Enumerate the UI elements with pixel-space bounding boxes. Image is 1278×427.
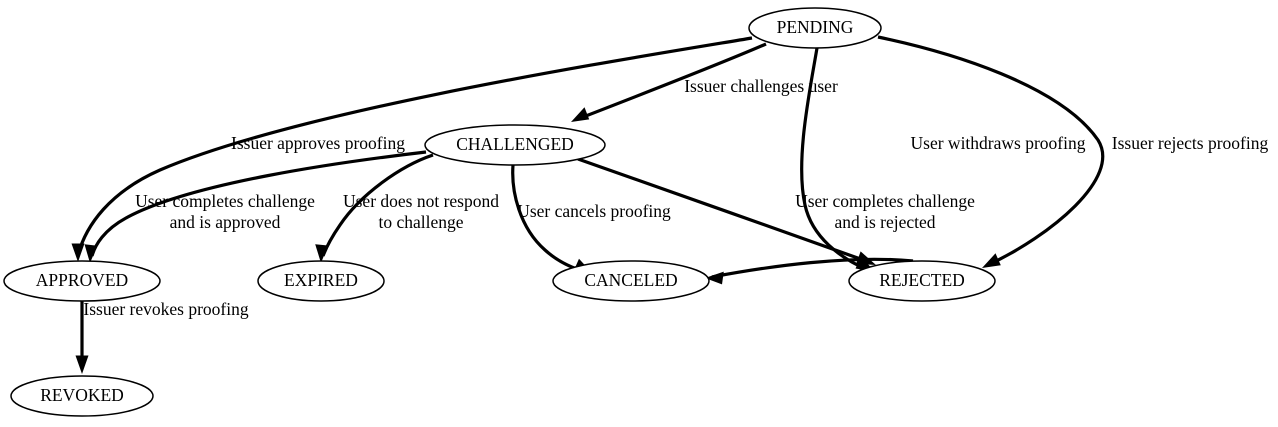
edge-label-challenged-approved: User completes challenge and is approved xyxy=(135,191,315,232)
node-approved[interactable]: APPROVED xyxy=(3,260,161,302)
node-expired[interactable]: EXPIRED xyxy=(257,260,385,302)
arrowhead-to-canceled xyxy=(705,271,724,285)
node-canceled-ellipse[interactable] xyxy=(552,260,710,302)
edge-path-to-canceled xyxy=(711,257,914,279)
edge-path-pending-approved xyxy=(76,36,753,256)
edge-path-challenged-canceled xyxy=(511,164,587,274)
arrowhead-challenged-expired xyxy=(315,244,328,263)
edge-pending-challenged xyxy=(571,42,767,122)
edge-label-pending-rejected-withdraw: User withdraws proofing xyxy=(911,133,1086,153)
edge-label-challenged-approved-line2: and is approved xyxy=(170,212,281,232)
arrowhead-pending-approved xyxy=(71,243,85,262)
node-challenged-ellipse[interactable] xyxy=(424,124,606,166)
node-pending-label: PENDING xyxy=(777,17,854,37)
edge-label-challenged-expired-line1: User does not respond xyxy=(343,191,499,211)
arrowhead-pending-challenged xyxy=(571,107,590,122)
node-revoked-ellipse[interactable] xyxy=(10,375,154,417)
node-rejected[interactable]: REJECTED xyxy=(848,260,996,302)
edge-label-challenged-rejected-line1: User completes challenge xyxy=(795,191,975,211)
edge-label-challenged-rejected-line2: and is rejected xyxy=(834,212,935,232)
node-approved-ellipse[interactable] xyxy=(3,260,161,302)
edge-rejected-area-to-canceled xyxy=(705,257,914,285)
node-rejected-label: REJECTED xyxy=(879,270,965,290)
node-approved-label: APPROVED xyxy=(36,270,128,290)
node-pending-ellipse[interactable] xyxy=(748,7,882,49)
edge-label-challenged-rejected: User completes challenge and is rejected xyxy=(795,191,975,232)
edge-label-pending-approved: Issuer approves proofing xyxy=(231,133,405,153)
edge-label-pending-challenged: Issuer challenges user xyxy=(684,76,838,96)
node-challenged-label: CHALLENGED xyxy=(456,134,574,154)
arrowhead-pending-rejected-reject xyxy=(982,253,1001,268)
edge-path-challenged-approved xyxy=(90,150,427,257)
node-expired-label: EXPIRED xyxy=(284,270,358,290)
edge-challenged-approved xyxy=(84,150,427,263)
node-revoked[interactable]: REVOKED xyxy=(10,375,154,417)
edge-approved-revoked xyxy=(75,301,89,374)
node-expired-ellipse[interactable] xyxy=(257,260,385,302)
node-challenged[interactable]: CHALLENGED xyxy=(424,124,606,166)
edge-path-pending-challenged xyxy=(577,42,767,121)
node-rejected-ellipse[interactable] xyxy=(848,260,996,302)
edge-pending-approved xyxy=(71,36,753,262)
node-revoked-label: REVOKED xyxy=(40,385,124,405)
edge-label-pending-rejected-reject: Issuer rejects proofing xyxy=(1112,133,1269,153)
edge-challenged-expired xyxy=(315,153,434,263)
edge-path-challenged-rejected xyxy=(577,157,870,264)
edge-label-challenged-expired-line2: to challenge xyxy=(378,212,463,232)
edge-label-challenged-canceled: User cancels proofing xyxy=(517,201,671,221)
edge-label-challenged-expired: User does not respond to challenge xyxy=(343,191,499,232)
node-pending[interactable]: PENDING xyxy=(748,7,882,49)
edge-label-challenged-approved-line1: User completes challenge xyxy=(135,191,315,211)
edge-path-pending-rejected-withdraw xyxy=(800,47,869,272)
node-canceled-label: CANCELED xyxy=(584,270,677,290)
node-canceled[interactable]: CANCELED xyxy=(552,260,710,302)
edge-label-approved-revoked: Issuer revokes proofing xyxy=(83,299,248,319)
edge-pending-rejected-reject xyxy=(877,35,1105,268)
arrowhead-approved-revoked xyxy=(75,355,89,374)
edge-path-pending-rejected-reject xyxy=(877,35,1105,267)
arrowhead-challenged-approved xyxy=(84,244,98,263)
